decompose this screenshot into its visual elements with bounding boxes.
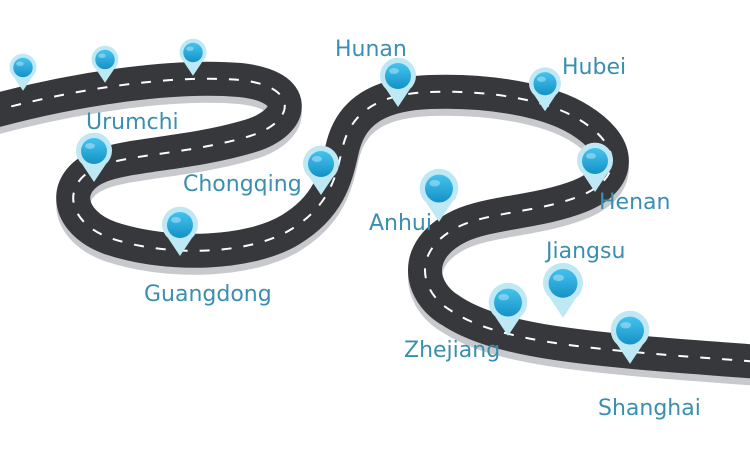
- stop-label-guangdong: Guangdong: [144, 282, 272, 307]
- road-surface: [0, 61, 750, 379]
- stop-label-henan: Henan: [599, 190, 671, 215]
- stop-label-jiangsu: Jiangsu: [546, 239, 626, 264]
- map-pin-icon: [543, 262, 583, 318]
- stop-label-anhui: Anhui: [369, 211, 432, 236]
- stop-label-zhejiang: Zhejiang: [404, 338, 501, 363]
- stop-label-chongqing: Chongqing: [183, 172, 302, 197]
- stop-label-hubei: Hubei: [562, 55, 627, 80]
- stop-label-hunan: Hunan: [335, 37, 407, 62]
- stop-label-shanghai: Shanghai: [598, 396, 701, 421]
- stop-label-urumchi: Urumchi: [86, 110, 179, 135]
